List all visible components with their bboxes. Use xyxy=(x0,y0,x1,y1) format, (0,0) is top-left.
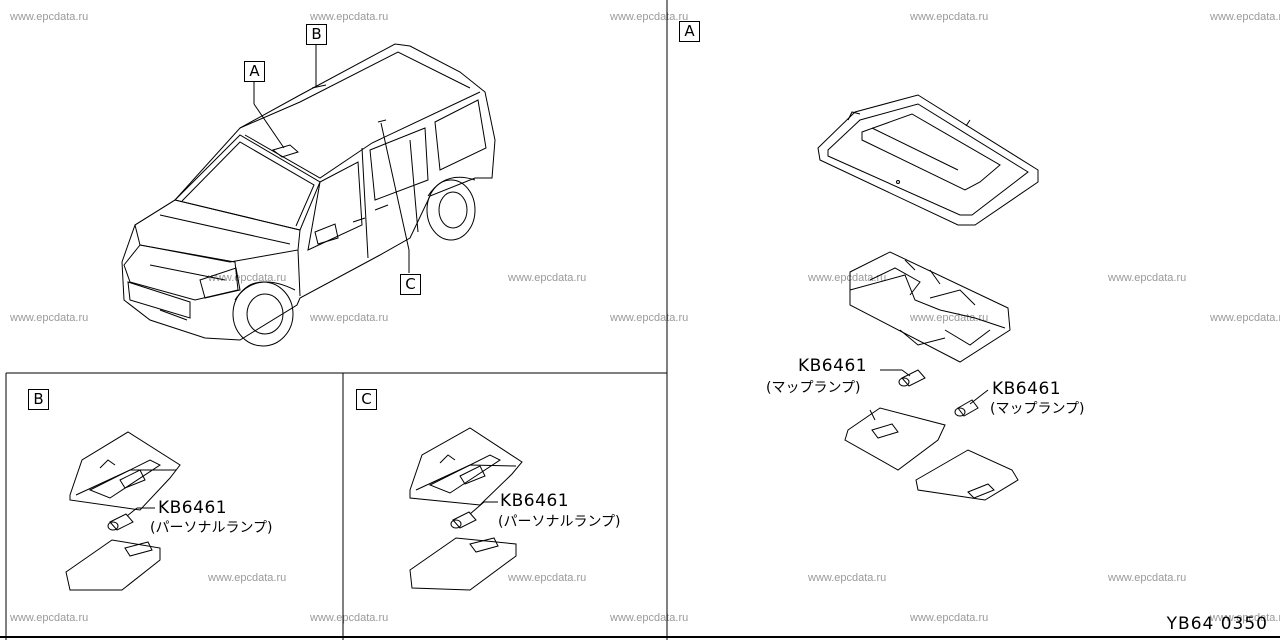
part-number: KB6461 xyxy=(500,491,570,511)
watermark: www.epcdata.ru xyxy=(310,312,389,324)
watermark: www.epcdata.ru xyxy=(910,11,989,23)
watermark: www.epcdata.ru xyxy=(508,572,587,584)
part-description: (パーソナルランプ) xyxy=(498,514,621,530)
part-number: KB6461 xyxy=(992,379,1062,399)
watermark: www.epcdata.ru xyxy=(1210,11,1280,23)
detail-a-label: A xyxy=(679,21,700,42)
part-number: KB6461 xyxy=(798,356,868,376)
diagram-code: YB64 0350 xyxy=(1166,614,1268,634)
watermark: www.epcdata.ru xyxy=(10,612,89,624)
part-description: (マップランプ) xyxy=(766,380,861,396)
watermark: www.epcdata.ru xyxy=(610,312,689,324)
watermark: www.epcdata.ru xyxy=(208,572,287,584)
watermark: www.epcdata.ru xyxy=(1108,572,1187,584)
map-lamp-assembly-drawing xyxy=(818,95,1038,500)
watermark: www.epcdata.ru xyxy=(1210,312,1280,324)
watermark: www.epcdata.ru xyxy=(508,272,587,284)
personal-lamp-b-drawing xyxy=(66,432,180,590)
watermark: www.epcdata.ru xyxy=(1108,272,1187,284)
watermark: www.epcdata.ru xyxy=(610,612,689,624)
watermark: www.epcdata.ru xyxy=(208,272,287,284)
detail-c-label: C xyxy=(356,389,377,410)
watermark: www.epcdata.ru xyxy=(310,612,389,624)
watermark: www.epcdata.ru xyxy=(10,312,89,324)
watermark: www.epcdata.ru xyxy=(808,572,887,584)
watermark: www.epcdata.ru xyxy=(910,612,989,624)
callout-a: A xyxy=(244,61,265,82)
watermark: www.epcdata.ru xyxy=(310,11,389,23)
callout-c: C xyxy=(400,274,421,295)
detail-b-label: B xyxy=(28,389,49,410)
watermark: www.epcdata.ru xyxy=(10,11,89,23)
callout-b: B xyxy=(306,24,327,45)
vehicle-drawing xyxy=(122,44,495,346)
watermark: www.epcdata.ru xyxy=(910,312,989,324)
watermark: www.epcdata.ru xyxy=(610,11,689,23)
watermark: www.epcdata.ru xyxy=(808,272,887,284)
part-description: (パーソナルランプ) xyxy=(150,520,273,536)
part-number: KB6461 xyxy=(158,498,228,518)
watermark: www.epcdata.ru xyxy=(1210,612,1280,624)
personal-lamp-c-drawing xyxy=(410,428,522,590)
part-description: (マップランプ) xyxy=(990,401,1085,417)
